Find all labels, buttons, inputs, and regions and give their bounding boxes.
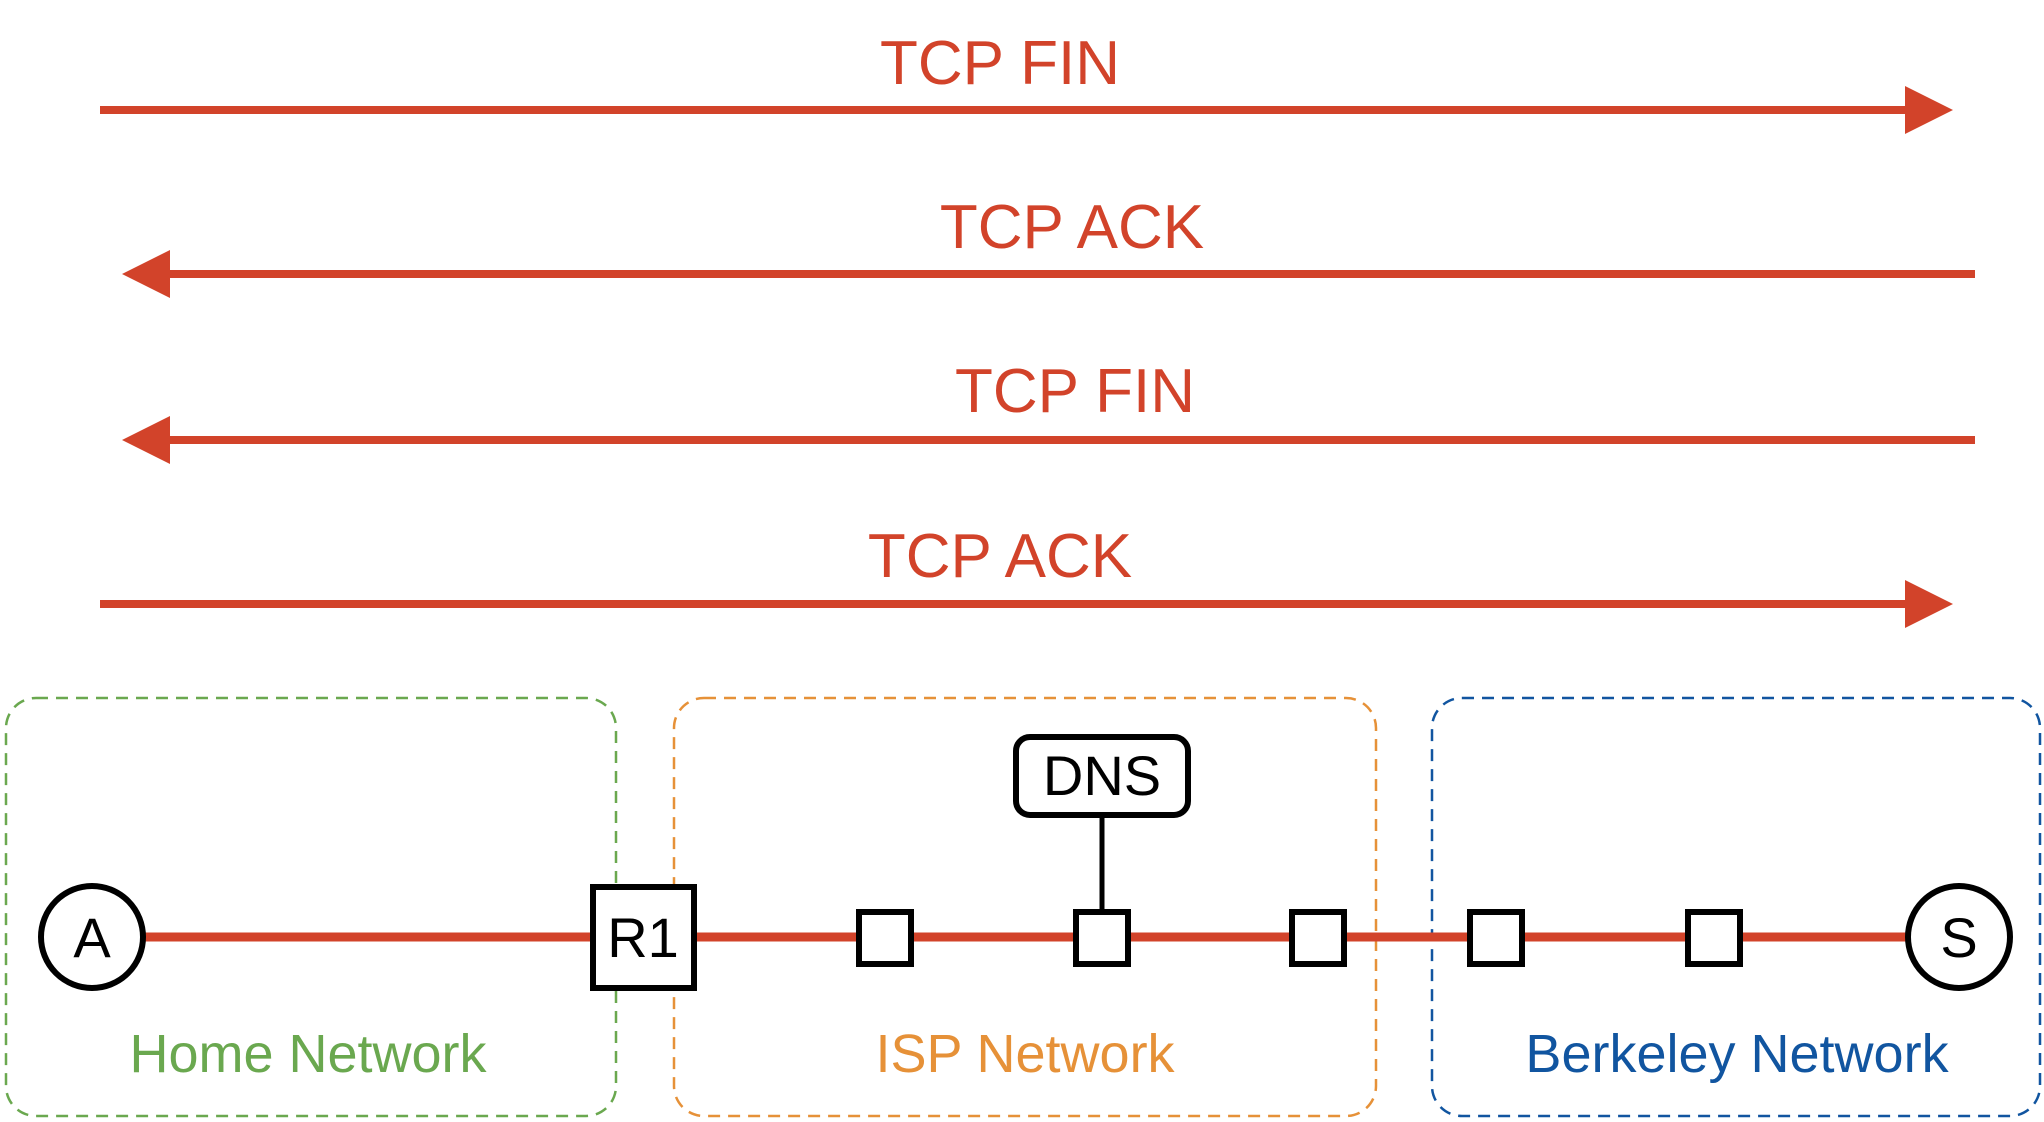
message-3: TCP FIN (122, 357, 1975, 464)
router-r1: R1 (590, 884, 697, 991)
server-s: S (1905, 883, 2013, 991)
isp-router-2 (1073, 909, 1131, 967)
nodes: A R1 DNS S (38, 734, 2013, 991)
berkeley-network-label: Berkeley Network (1525, 1024, 1949, 1084)
message-1: TCP FIN (100, 29, 1953, 134)
message-arrows: TCP FIN TCP ACK TCP FIN TCP ACK (100, 29, 1975, 628)
message-1-label: TCP FIN (880, 29, 1120, 98)
router-r1-label: R1 (607, 906, 679, 969)
isp-router-3 (1289, 909, 1347, 967)
message-3-label: TCP FIN (955, 357, 1195, 426)
router-r1-box (590, 884, 697, 991)
message-2-label: TCP ACK (940, 193, 1204, 262)
host-a-circle (38, 883, 146, 991)
dns-server-box (1013, 734, 1191, 818)
berkeley-router-2 (1685, 909, 1743, 967)
host-a-label: A (73, 906, 111, 969)
message-2: TCP ACK (122, 193, 1975, 298)
message-4-label: TCP ACK (868, 522, 1132, 591)
home-network-label: Home Network (129, 1024, 487, 1084)
message-4: TCP ACK (100, 522, 1953, 628)
isp-router-1 (856, 909, 914, 967)
server-s-circle (1905, 883, 2013, 991)
berkeley-router-1 (1467, 909, 1525, 967)
host-a: A (38, 883, 146, 991)
server-s-label: S (1940, 906, 1977, 969)
network-boxes: Home Network ISP Network Berkeley Networ… (4, 696, 2042, 1118)
dns-server: DNS (1013, 734, 1191, 818)
isp-network-label: ISP Network (875, 1024, 1175, 1084)
dns-server-label: DNS (1043, 744, 1161, 807)
